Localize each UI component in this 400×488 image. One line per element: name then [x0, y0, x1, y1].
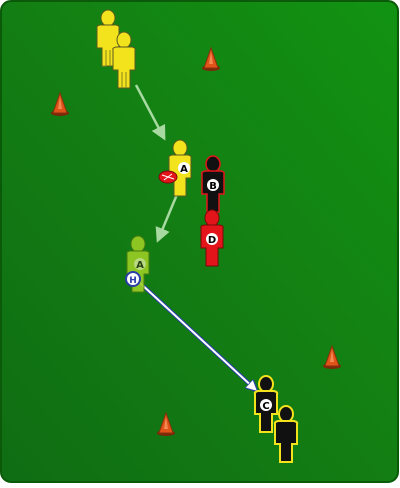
marker-h-label: H [129, 276, 137, 286]
cone-top-right [202, 46, 220, 71]
player-label-b: B [209, 181, 217, 192]
cone-top-left [51, 91, 69, 116]
player-label-a: A [180, 164, 188, 175]
pass-arrow [139, 282, 256, 390]
player-label-c: C [262, 401, 269, 412]
player-target-c: C [253, 375, 279, 433]
player-label-d: D [208, 235, 216, 246]
cone-right [323, 344, 341, 369]
cone-bottom-left [157, 411, 175, 436]
player-attacker-a: A [168, 139, 192, 197]
player-defender-b: B [201, 155, 225, 213]
player-waiting-attacker-2 [112, 31, 136, 89]
marker-h: H [125, 271, 141, 287]
player-target-second [273, 405, 299, 463]
run-arrow-2 [155, 191, 180, 243]
player-defender-d: D [200, 209, 224, 267]
ball [158, 170, 178, 184]
player-label-ghost-a: A [136, 260, 144, 271]
run-arrow-1 [134, 84, 166, 141]
